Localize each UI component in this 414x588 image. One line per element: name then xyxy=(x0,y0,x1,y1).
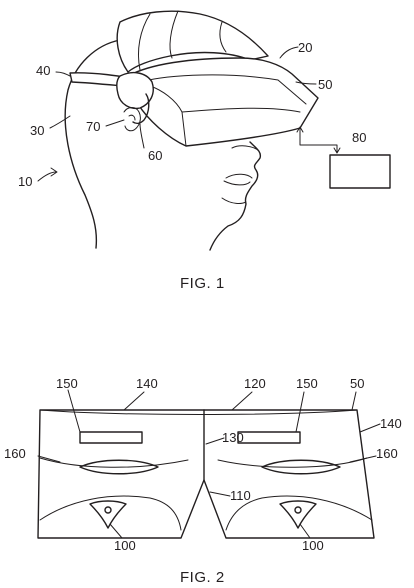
ref-label-system: 10 xyxy=(18,174,32,189)
figure-1: 20 50 40 30 70 60 10 80 FIG. 1 xyxy=(18,10,391,292)
ref-label-console: 80 xyxy=(352,130,366,145)
optic-left xyxy=(79,459,159,475)
leader-30 xyxy=(49,115,71,129)
leader-120 xyxy=(231,391,253,411)
ref-label-earpiece: 60 xyxy=(148,148,162,163)
earpiece-arm xyxy=(132,93,150,125)
ref-label-ear: 70 xyxy=(86,119,100,134)
cable xyxy=(299,127,338,153)
leader-60 xyxy=(139,123,145,149)
housing-outline xyxy=(37,409,375,539)
leader-100-left xyxy=(109,523,123,539)
ear xyxy=(123,107,141,132)
leader-40 xyxy=(55,71,71,77)
cable-arrow-down xyxy=(333,147,341,154)
ref-label-panel-right: 140 xyxy=(380,416,402,431)
console-box xyxy=(329,154,391,189)
hmd-temple-mount xyxy=(115,71,154,110)
hmd-crown-seam xyxy=(137,10,227,71)
ref-label-lens-right: 100 xyxy=(302,538,324,553)
leader-50 xyxy=(295,81,317,85)
eye-lens-right xyxy=(279,500,317,529)
figure-1-caption: FIG. 1 xyxy=(180,275,225,292)
face-profile xyxy=(209,141,262,251)
ref-label-top-edge: 120 xyxy=(244,376,266,391)
ref-label-housing: 50 xyxy=(350,376,364,391)
leader-10 xyxy=(37,171,57,182)
leader-100-right xyxy=(299,523,311,539)
hmd-visor xyxy=(127,57,319,147)
ref-label-sensor-right: 150 xyxy=(296,376,318,391)
face-contour-left xyxy=(39,495,182,531)
leader-10-arrow xyxy=(50,167,58,177)
ref-label-strap: 40 xyxy=(36,63,50,78)
ref-label-panel-left: 140 xyxy=(136,376,158,391)
ref-label-optic-right: 160 xyxy=(376,446,398,461)
ref-label-lens-left: 100 xyxy=(114,538,136,553)
cable-arrow-up xyxy=(296,126,304,133)
leader-160-left xyxy=(37,455,61,463)
leader-160-right xyxy=(349,455,377,463)
leader-130 xyxy=(205,437,225,445)
leader-150-left xyxy=(67,389,81,433)
optic-arc-left xyxy=(39,457,189,468)
hmd-crown xyxy=(116,10,269,73)
head-outline xyxy=(64,39,121,249)
ref-label-divider: 130 xyxy=(222,430,244,445)
figure-2-caption: FIG. 2 xyxy=(180,569,225,586)
lips xyxy=(223,173,253,186)
ref-label-hmd: 20 xyxy=(298,40,312,55)
chin-line xyxy=(221,197,247,204)
sensor-left xyxy=(79,431,143,444)
leader-140-right xyxy=(359,423,381,433)
ref-label-optic-left: 160 xyxy=(4,446,26,461)
sensor-right xyxy=(237,431,301,444)
leader-70 xyxy=(105,119,125,127)
pupil-left xyxy=(104,506,112,514)
optic-arc-right xyxy=(217,457,368,468)
eye-lens-left xyxy=(89,500,127,529)
ref-label-head: 30 xyxy=(30,123,44,138)
leader-150-right xyxy=(295,391,305,433)
pupil-right xyxy=(294,506,302,514)
leader-110 xyxy=(209,491,231,497)
leader-140-left xyxy=(123,391,145,411)
ref-label-nose-cutout: 110 xyxy=(230,488,251,503)
leader-20 xyxy=(279,46,299,59)
ref-label-sensor-left: 150 xyxy=(56,376,78,391)
face-contour-right xyxy=(225,495,373,531)
leader-50-fig2 xyxy=(351,391,357,411)
figure-2: 150 140 120 150 50 140 130 160 160 110 1… xyxy=(4,376,402,586)
optic-right xyxy=(261,459,341,475)
eye-socket xyxy=(231,145,259,151)
ref-label-visor: 50 xyxy=(318,77,332,92)
top-edge-dip xyxy=(39,409,358,415)
